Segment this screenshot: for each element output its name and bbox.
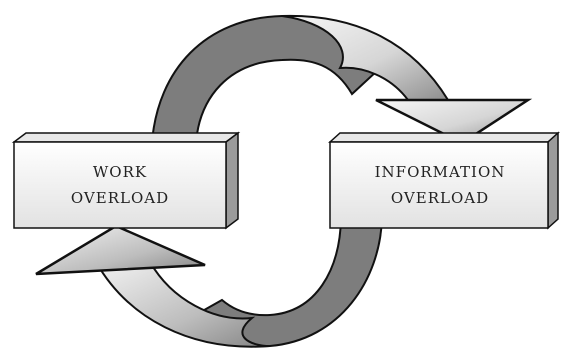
top-arrowhead	[375, 98, 533, 145]
work-overload-box-side	[225, 131, 239, 230]
information-overload-box-face	[329, 141, 549, 229]
information-overload-box: INFORMATION OVERLOAD	[328, 131, 560, 230]
bottom-arrowhead	[35, 224, 206, 276]
information-overload-label-line2: OVERLOAD	[391, 189, 489, 207]
work-overload-label-line1: WORK	[93, 163, 147, 181]
information-overload-box-side	[547, 131, 559, 230]
bottom-arc-band-light	[94, 261, 271, 348]
top-arc-band-light	[281, 14, 450, 101]
work-overload-box-top	[11, 132, 241, 143]
information-overload-box-top	[328, 132, 560, 143]
work-overload-label-line2: OVERLOAD	[71, 189, 169, 207]
work-overload-box-face	[13, 141, 227, 229]
work-overload-box: WORK OVERLOAD	[11, 131, 241, 230]
information-overload-label-line1: INFORMATION	[375, 163, 506, 181]
